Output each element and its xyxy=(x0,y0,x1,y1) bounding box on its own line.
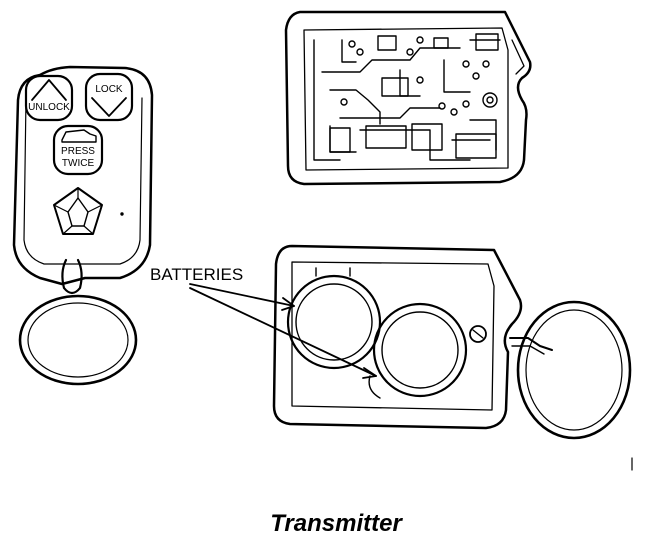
fob-body-outline xyxy=(12,65,154,286)
lock-button: LOCK xyxy=(84,72,134,122)
callout-leader-upper xyxy=(189,283,295,307)
trunk-button-label-line1: PRESS xyxy=(61,146,95,157)
screw-icon xyxy=(469,325,487,343)
lock-button-label: LOCK xyxy=(95,84,123,95)
circuit-board-view xyxy=(284,10,532,186)
callout-leader-lower xyxy=(189,287,377,377)
unlock-button: UNLOCK xyxy=(24,74,74,122)
callout-arrowhead-lower xyxy=(362,367,377,379)
battery-compartment-view xyxy=(272,244,632,440)
fob-inner-outline xyxy=(23,97,143,265)
fob-key-ring xyxy=(18,258,138,386)
up-arrow-icon xyxy=(31,79,67,101)
callout-arrowhead-upper xyxy=(281,297,295,311)
circuit-board-tab xyxy=(511,39,525,75)
case-key-ring xyxy=(509,300,632,440)
key-fob-front-view: UNLOCK LOCK PRESS TWICE xyxy=(12,65,154,386)
circuit-components xyxy=(329,33,499,159)
batteries-callout: BATTERIES xyxy=(150,265,377,379)
battery-case-outline xyxy=(272,244,523,430)
battery-left xyxy=(286,267,382,370)
batteries-callout-label: BATTERIES xyxy=(150,265,243,284)
down-arrow-icon xyxy=(91,97,127,117)
circuit-board-inner-edge xyxy=(303,27,509,171)
trunk-release-button: PRESS TWICE xyxy=(52,124,104,176)
trunk-car-icon xyxy=(61,129,97,143)
pentastar-logo-icon xyxy=(53,187,103,235)
unlock-button-label: UNLOCK xyxy=(28,102,70,113)
battery-right xyxy=(368,302,468,399)
battery-case-inner-edge xyxy=(291,261,495,411)
circuit-board-outline xyxy=(284,10,532,186)
fob-indicator-dot xyxy=(120,212,124,216)
trunk-button-label-line2: TWICE xyxy=(62,158,95,169)
figure-caption: Transmitter xyxy=(270,510,402,537)
